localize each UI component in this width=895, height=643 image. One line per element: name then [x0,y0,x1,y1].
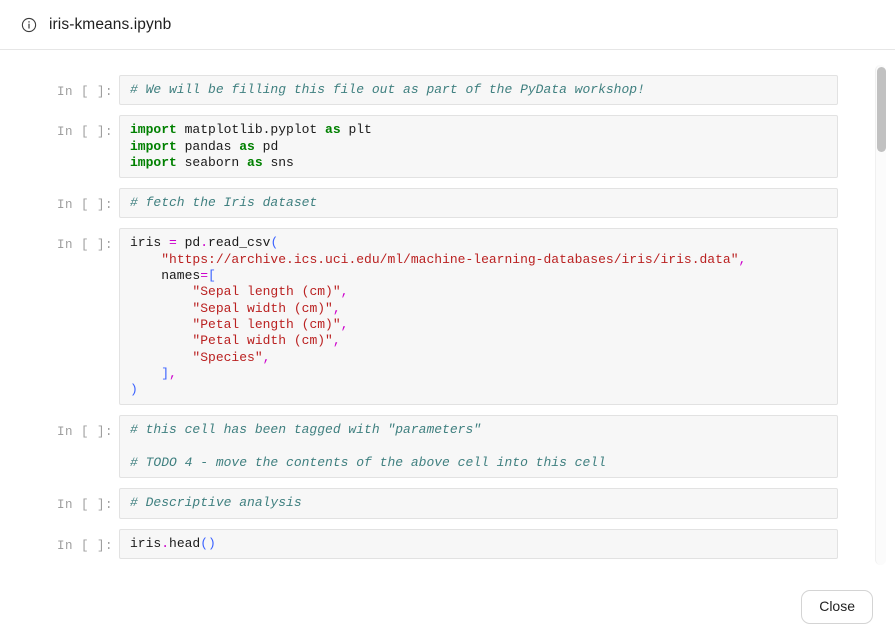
code-token: as [325,122,341,138]
code-token: . [200,235,209,251]
code-token: , [738,251,747,267]
code-token: = [169,235,177,251]
notebook-cell[interactable]: In [ ]: import matplotlib.pyplot as plt i… [0,115,895,179]
code-token: () [200,535,216,551]
cell-prompt-label: In [ ]: [57,85,114,99]
code-token [130,350,192,365]
code-token: pandas [176,138,240,154]
cell-comment-fetch[interactable]: # fetch the Iris dataset [119,188,838,219]
notebook-cell[interactable]: In [ ]: # fetch the Iris dataset [0,188,895,219]
cell-prompt-label: In [ ]: [57,425,114,440]
titlebar: iris-kmeans.ipynb [0,0,895,50]
code-token: "Sepal width (cm)" [192,300,333,316]
code-token: iris [130,535,162,551]
info-circle-icon [21,17,37,32]
code-token: , [332,300,341,316]
code-token: , [332,333,341,349]
code-token [130,366,161,381]
cell-source-code: iris = pd.read_csv( "https://archive.ics… [130,235,827,398]
code-token: # Descriptive analysis [130,495,302,511]
cell-imports[interactable]: import matplotlib.pyplot as plt import p… [119,115,838,179]
cell-comment-descriptive[interactable]: # Descriptive analysis [119,488,838,519]
code-token: , [340,316,349,332]
code-token: [ [208,268,216,284]
notebook-cell[interactable]: In [ ]: # Descriptive analysis [0,488,895,519]
code-token: plt [340,122,372,138]
code-token: import [130,154,177,170]
code-token: as [239,138,255,154]
notebook-cell[interactable]: In [ ]: # this cell has been tagged with … [0,415,895,479]
notebook-filename: iris-kmeans.ipynb [49,15,172,33]
code-blank-line [130,439,827,455]
code-token: , [169,365,177,381]
code-token: matplotlib.pyplot [176,122,326,138]
code-token: "Petal length (cm)" [192,316,341,332]
code-token: # TODO 4 - move the contents of the abov… [130,455,606,471]
code-token: as [247,154,263,170]
notebook-cell[interactable]: In [ ]: iris = pd.read_csv( "https://arch… [0,228,895,406]
code-token [130,284,192,299]
code-token: pd [254,138,279,154]
code-token: pd [176,235,201,251]
cell-prompt-label: In [ ]: [57,125,114,140]
notebook-cell-list: In [ ]: # We will be filling this file ou… [0,51,895,559]
notebook-cell[interactable]: In [ ]: # We will be filling this file ou… [0,75,895,106]
cell-parameters[interactable]: # this cell has been tagged with "parame… [119,415,838,479]
code-token: read_csv [208,235,271,251]
code-token: names [130,268,201,284]
cell-source-code: # fetch the Iris dataset [130,195,827,211]
cell-source-code: # Descriptive analysis [130,495,827,511]
code-token: ) [130,382,138,398]
cell-prompt-label: In [ ]: [57,538,114,553]
cell-source-code: # We will be filling this file out as pa… [130,82,827,98]
code-token: import [130,138,177,154]
code-token: "Petal width (cm)" [192,333,333,349]
code-token: ( [270,235,279,251]
code-token: "https://archive.ics.uci.edu/ml/machine-… [161,251,739,267]
cell-comment-intro[interactable]: # We will be filling this file out as pa… [119,75,838,106]
code-token: ] [161,365,170,381]
code-token: # fetch the Iris dataset [130,195,318,211]
code-token: # this cell has been tagged with "parame… [130,422,482,438]
code-token: , [340,284,349,300]
code-token: "Species" [192,349,263,365]
code-token [130,301,192,316]
cell-source-code: iris.head() [130,536,827,552]
notebook-scroll-area[interactable]: In [ ]: # We will be filling this file ou… [0,51,895,571]
code-token: sns [262,154,294,170]
code-token: = [200,268,209,284]
code-token: # We will be filling this file out as pa… [130,82,645,97]
close-button[interactable]: Close [801,590,873,624]
code-token: import [130,122,177,138]
code-token: seaborn [176,154,248,170]
cell-prompt-label: In [ ]: [57,198,114,213]
vertical-scrollbar-track[interactable] [875,65,886,565]
code-token: head [169,535,201,551]
cell-prompt-label: In [ ]: [57,498,114,513]
code-token [130,252,161,267]
cell-head[interactable]: iris.head() [119,528,838,559]
cell-source-code: import matplotlib.pyplot as plt import p… [130,122,827,171]
footer-bar: Close [0,571,895,643]
cell-read-csv[interactable]: iris = pd.read_csv( "https://archive.ics… [119,228,838,406]
vertical-scrollbar-thumb[interactable] [877,67,886,152]
code-token [130,317,192,332]
code-token: "Sepal length (cm)" [192,284,341,300]
cell-source-code: # this cell has been tagged with "parame… [130,422,827,471]
code-token [130,333,192,348]
notebook-cell[interactable]: In [ ]: iris.head() [0,528,895,559]
code-token: . [161,535,170,551]
code-token: iris [130,235,170,251]
code-token: , [262,349,271,365]
cell-prompt-label: In [ ]: [57,238,114,253]
